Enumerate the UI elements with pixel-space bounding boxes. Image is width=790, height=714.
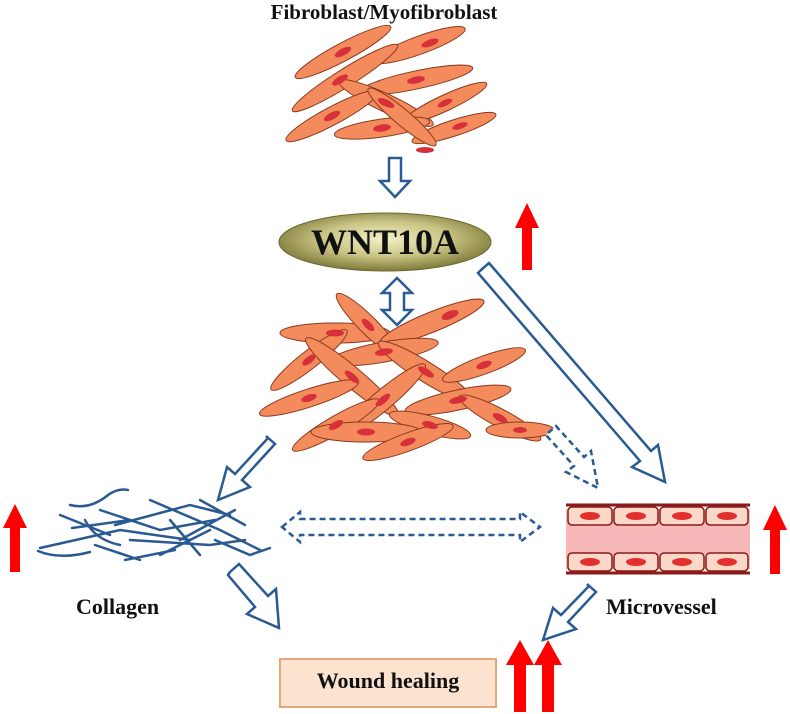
- collagen-fibers: [36, 488, 272, 562]
- double-up-arrow-wound-healing-icon: [506, 640, 562, 712]
- wnt10a-label: WNT10A: [310, 222, 459, 262]
- arrow-microvessel-to-wound-healing: [541, 583, 598, 642]
- microvessel-label: Microvessel: [606, 594, 717, 619]
- up-arrow-wnt10a-icon: [515, 203, 539, 270]
- up-arrow-microvessel-icon: [763, 505, 787, 574]
- fibroblast-cluster-top: [285, 24, 497, 153]
- microvessel-diagram: [566, 503, 750, 575]
- fibroblast-cluster-middle: [258, 292, 555, 461]
- wound-healing-box: [279, 658, 497, 708]
- up-arrow-collagen-icon: [3, 504, 27, 572]
- arrow-wnt10a-bidirectional: [378, 276, 416, 327]
- dashed-arrow-cells-to-microvessel: [544, 424, 600, 491]
- arrow-cells-to-collagen: [216, 435, 277, 503]
- dashed-arrow-collagen-microvessel: [280, 509, 543, 545]
- arrow-fibroblast-to-wnt10a: [377, 156, 413, 199]
- collagen-label: Collagen: [76, 594, 160, 619]
- arrow-wnt10a-to-microvessel: [476, 261, 667, 485]
- wound-healing-label: Wound healing: [316, 668, 460, 693]
- arrow-collagen-to-wound-healing: [226, 562, 281, 630]
- fibroblast-myofibroblast-title: Fibroblast/Myofibroblast: [270, 0, 498, 24]
- wnt10a-oval: [278, 212, 492, 272]
